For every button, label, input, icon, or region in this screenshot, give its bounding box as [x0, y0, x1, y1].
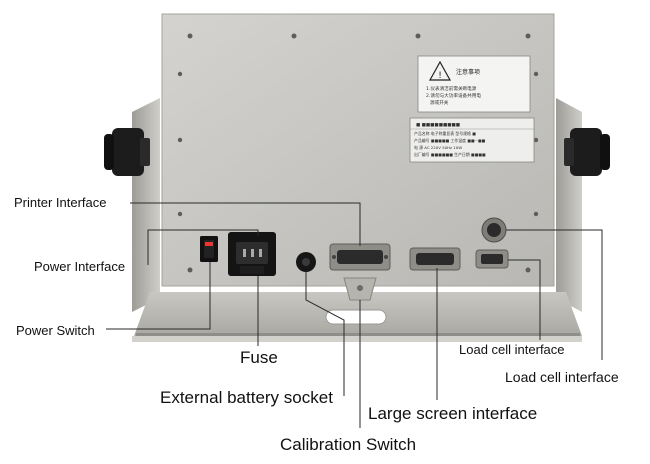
nameplate-row-2: 产品编号 ■■■■■ 工作温度 ■■~■■ — [414, 138, 486, 143]
label-power-interface: Power Interface — [34, 259, 126, 274]
label-power-switch: Power Switch — [16, 323, 95, 338]
nameplate-brand: ■ ■■■■■■■■■ — [416, 123, 460, 128]
warning-line-2: 2.请勿与大功率设备共用电 — [426, 92, 481, 99]
calibration-switch-cover — [343, 277, 377, 301]
panel-screws — [177, 33, 539, 273]
left-knob — [104, 128, 150, 176]
printer-connector — [329, 243, 391, 271]
leader-lines — [106, 202, 603, 428]
label-external-battery-socket: External battery socket — [160, 388, 333, 407]
power-switch — [200, 236, 218, 262]
load-cell-connector-circular — [481, 217, 507, 243]
warning-title: 注意事项 — [456, 68, 480, 76]
right-knob — [564, 128, 610, 176]
nameplate-row-3: 电 源 AC 220V 50Hz 10W — [414, 145, 462, 150]
label-printer-interface: Printer Interface — [14, 195, 107, 210]
label-load-cell-interface-small: Load cell interface — [459, 342, 565, 357]
label-load-cell-interface-large: Load cell interface — [505, 369, 619, 385]
label-calibration-switch: Calibration Switch — [280, 435, 417, 454]
warning-triangle-icon — [428, 60, 452, 81]
warning-line-3: 源或开关 — [430, 99, 449, 106]
power-socket — [228, 232, 276, 276]
fuse-holder — [240, 266, 264, 274]
nameplate-row-1: 产品名称 电子称重显表 型号规格 ■ — [414, 131, 476, 136]
battery-socket — [296, 252, 316, 272]
svg-text:!: ! — [438, 71, 442, 81]
load-cell-connector-db9 — [475, 249, 509, 269]
warning-label: ! 注意事项 1.仪表清洁前需关断电源 2.请勿与大功率设备共用电 源或开关 — [417, 55, 531, 113]
bracket-slot — [325, 309, 387, 325]
nameplate: ■ ■■■■■■■■■ 产品名称 电子称重显表 型号规格 ■ 产品编号 ■■■■… — [409, 117, 535, 163]
warning-line-1: 1.仪表清洁前需关断电源 — [426, 85, 477, 92]
nameplate-row-4: 出厂编号 ■■■■■■ 生产日期 ■■■■ — [414, 152, 486, 157]
label-large-screen-interface: Large screen interface — [368, 404, 538, 423]
label-fuse: Fuse — [240, 348, 278, 367]
large-screen-connector — [409, 247, 461, 271]
